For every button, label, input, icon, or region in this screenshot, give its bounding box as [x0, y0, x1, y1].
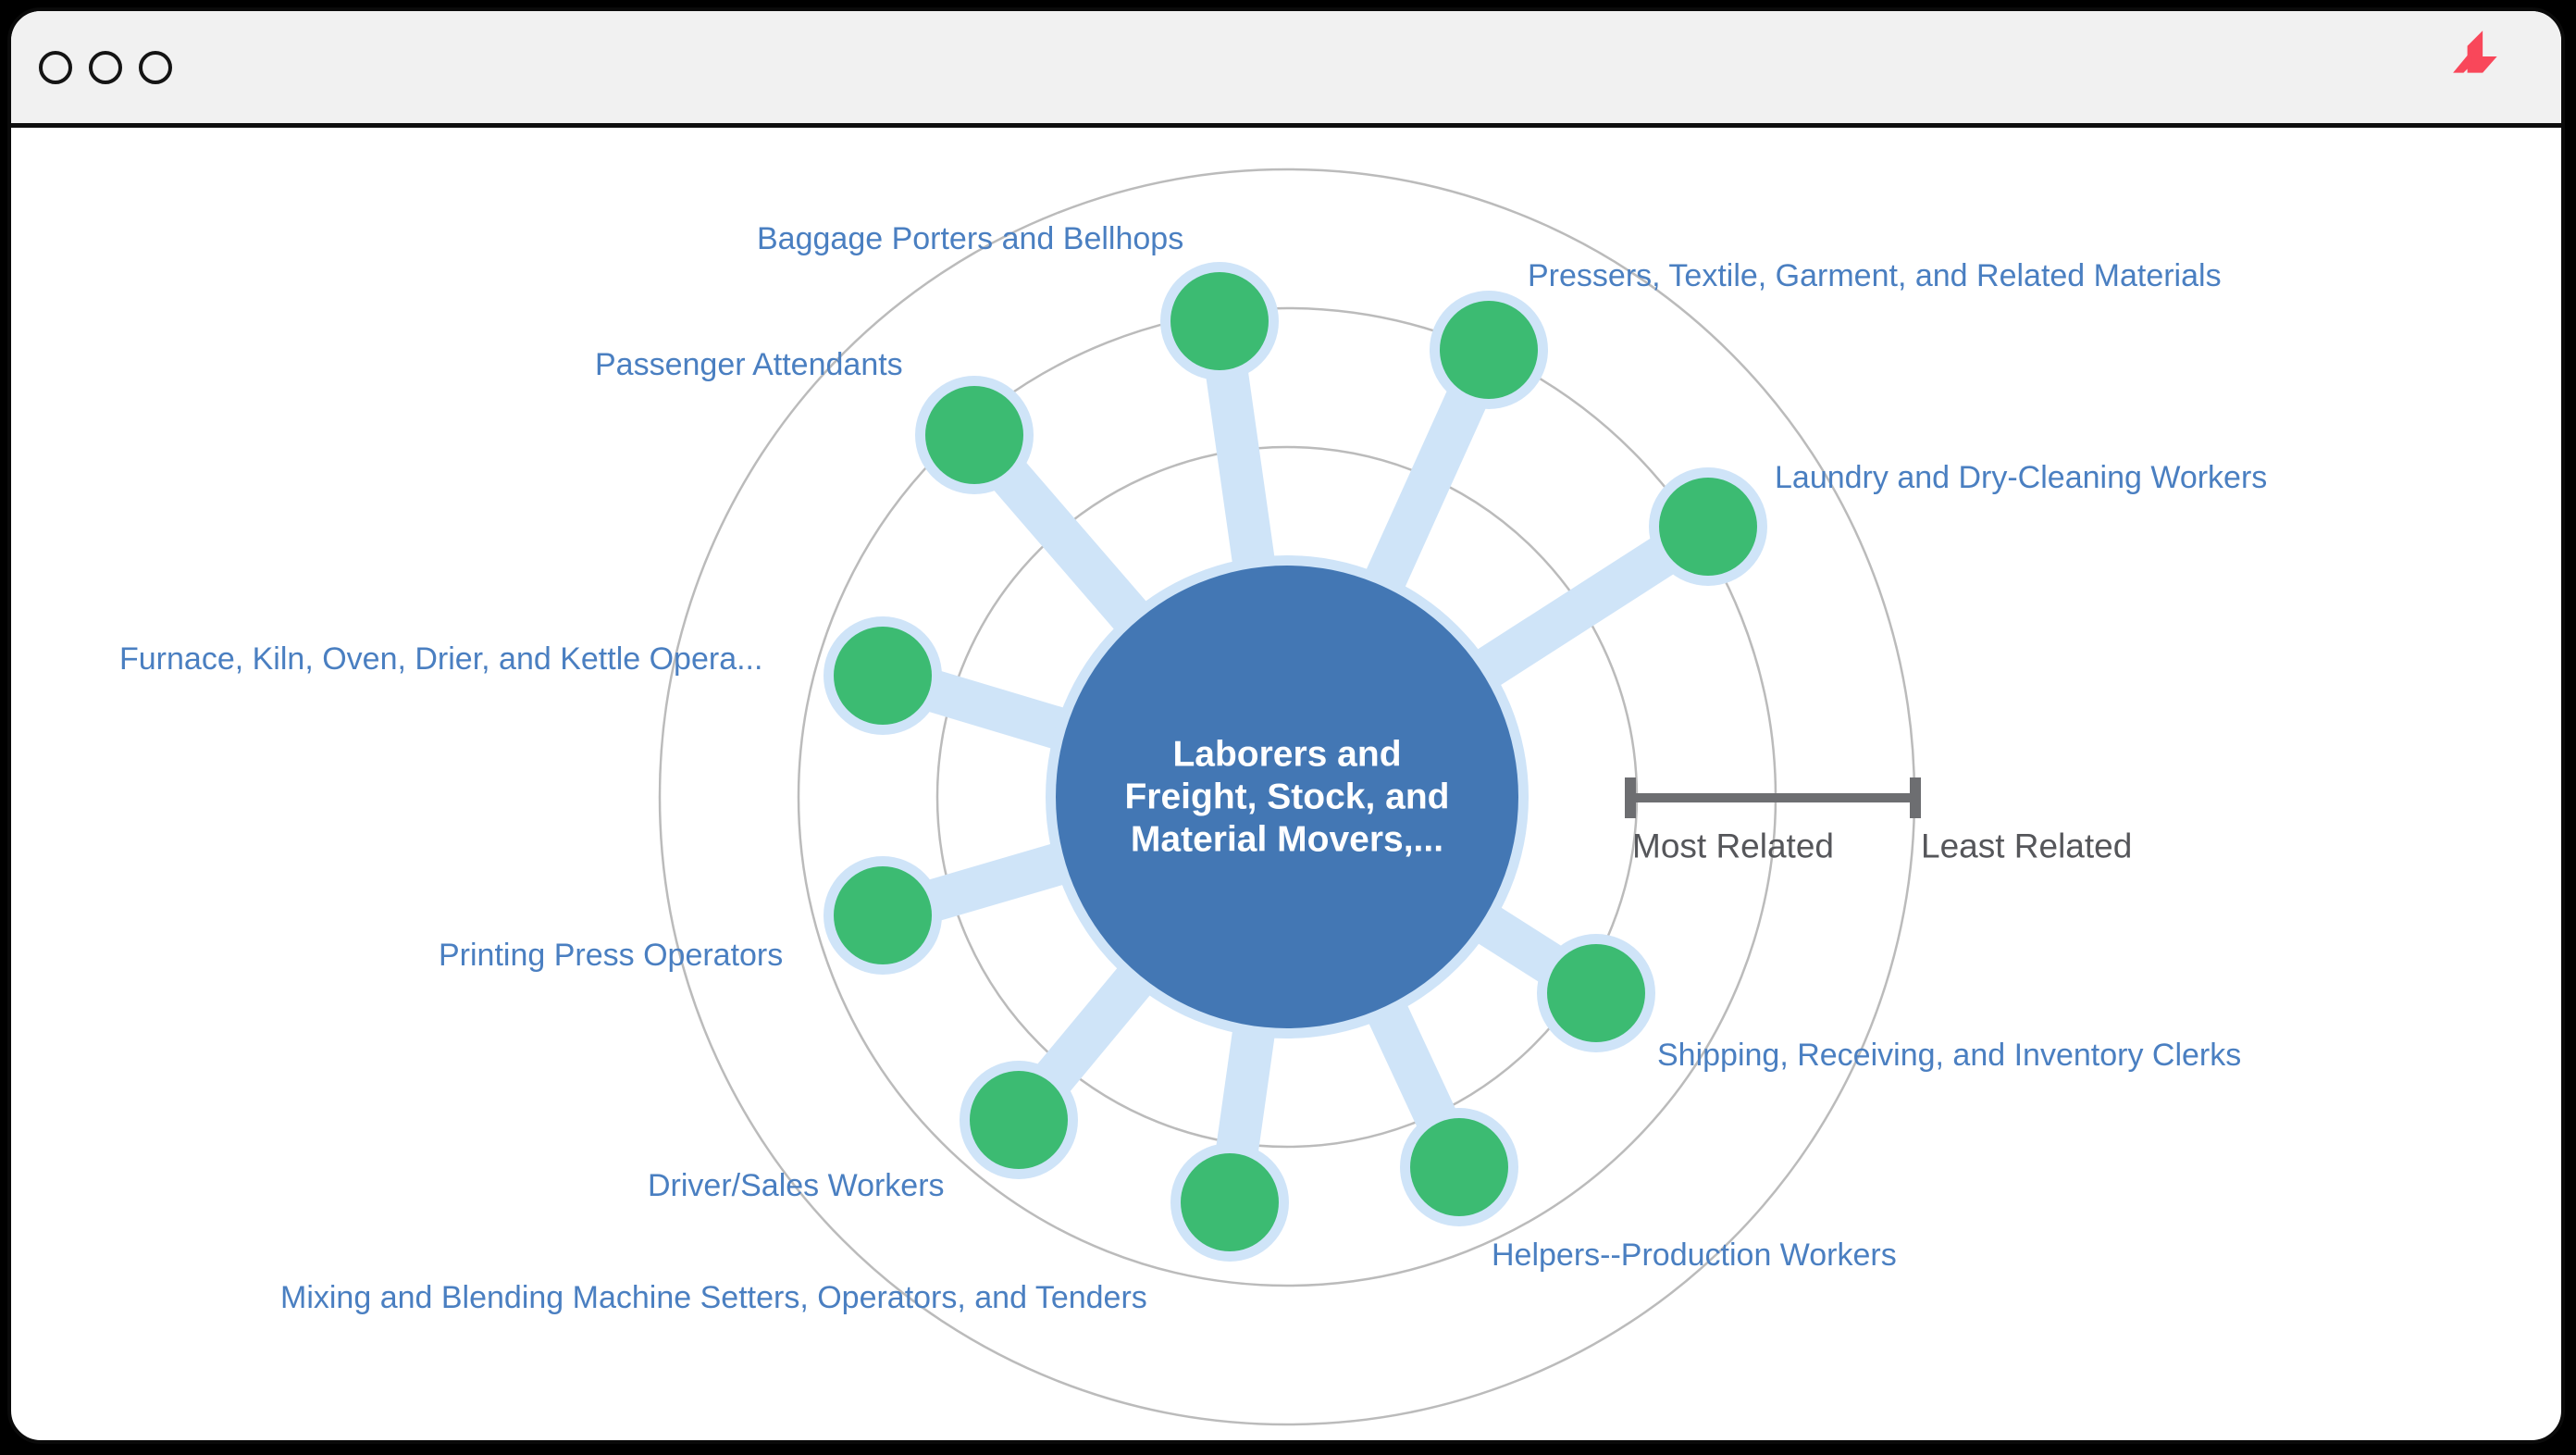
occupation-label[interactable]: Pressers, Textile, Garment, and Related …	[1528, 258, 2222, 293]
window-control-button[interactable]	[139, 50, 172, 84]
occupation-node[interactable]	[1547, 944, 1645, 1042]
legend-scale-left-cap	[1625, 777, 1636, 818]
occupation-node[interactable]	[834, 866, 932, 964]
occupation-node[interactable]	[1440, 301, 1538, 399]
occupation-node[interactable]	[834, 627, 932, 725]
occupation-label[interactable]: Laundry and Dry-Cleaning Workers	[1775, 460, 2267, 495]
occupation-label[interactable]: Baggage Porters and Bellhops	[757, 221, 1183, 256]
center-node-label: Laborers and	[1172, 735, 1401, 775]
occupation-node[interactable]	[1659, 478, 1757, 576]
occupation-label[interactable]: Mixing and Blending Machine Setters, Ope…	[280, 1280, 1147, 1315]
center-node-label: Freight, Stock, and	[1124, 777, 1449, 817]
lightcast-logo-icon	[2453, 31, 2497, 73]
occupation-label[interactable]: Helpers--Production Workers	[1492, 1237, 1897, 1273]
occupation-label[interactable]: Furnace, Kiln, Oven, Drier, and Kettle O…	[119, 641, 762, 677]
occupation-label[interactable]: Driver/Sales Workers	[648, 1168, 945, 1203]
window-titlebar	[11, 11, 2561, 128]
occupation-node[interactable]	[1181, 1153, 1279, 1251]
occupation-label[interactable]: Passenger Attendants	[595, 347, 903, 382]
center-node[interactable]	[1056, 566, 1518, 1028]
center-node-label: Material Movers,...	[1131, 820, 1443, 860]
occupation-node[interactable]	[970, 1071, 1068, 1169]
occupation-node[interactable]	[925, 386, 1023, 484]
legend-least-related-label: Least Related	[1921, 827, 2132, 865]
legend-scale-right-cap	[1910, 777, 1921, 818]
occupation-node[interactable]	[1170, 272, 1269, 370]
occupation-label[interactable]: Printing Press Operators	[439, 938, 783, 973]
legend-most-related-label: Most Related	[1632, 827, 1834, 865]
window-control-button[interactable]	[89, 50, 122, 84]
occupation-label[interactable]: Shipping, Receiving, and Inventory Clerk…	[1657, 1038, 2241, 1073]
occupation-node[interactable]	[1410, 1118, 1508, 1216]
window-controls	[39, 50, 172, 84]
window-control-button[interactable]	[39, 50, 72, 84]
